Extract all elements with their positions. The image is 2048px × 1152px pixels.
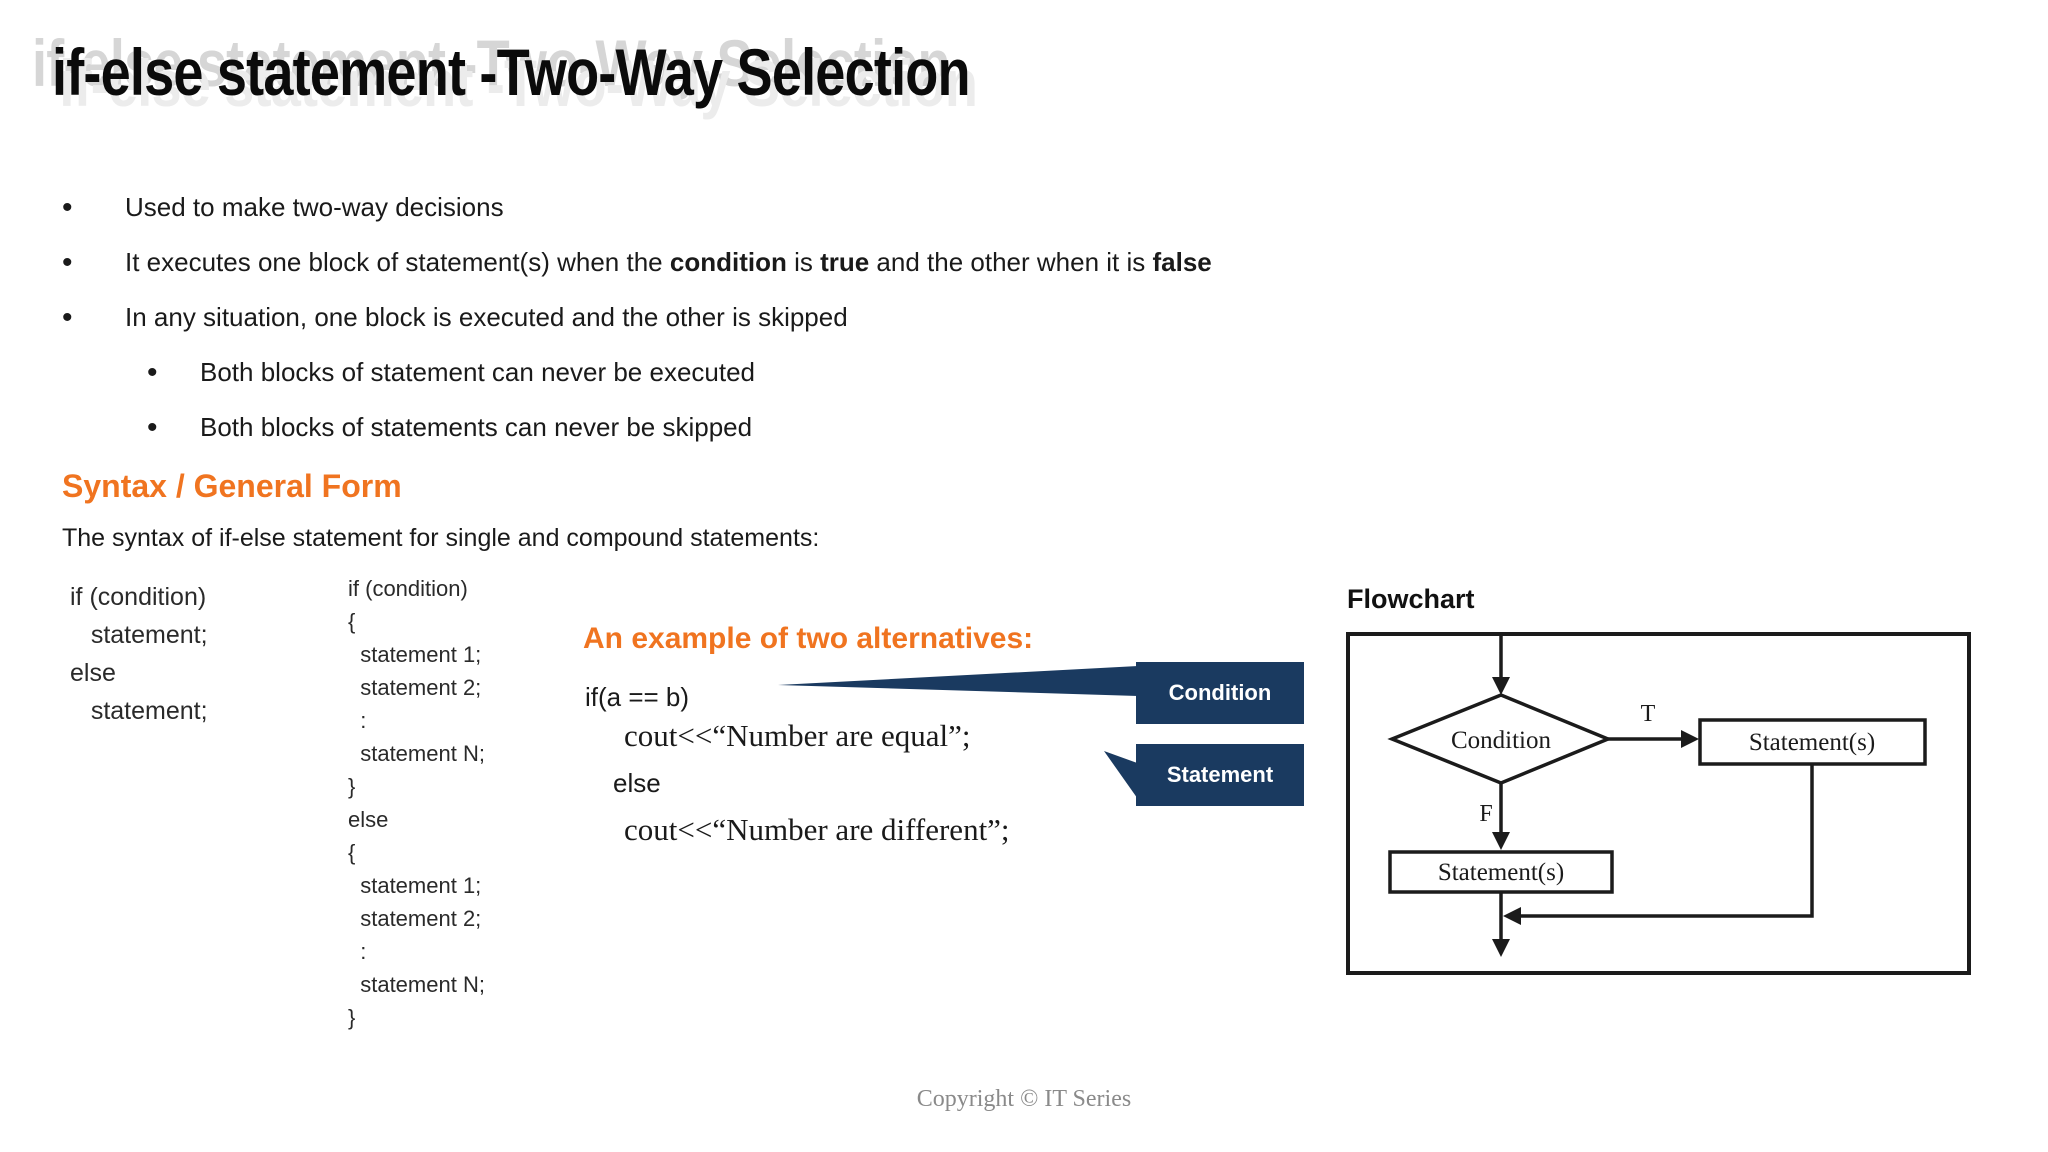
condition-callout-pointer: [778, 666, 1138, 696]
bullet-text: Both blocks of statement can never be ex…: [200, 357, 756, 387]
bullet-dot: •: [62, 245, 73, 279]
code-line: statement 1;: [348, 642, 482, 667]
slide-title-shadow: if-else statement -Two-Way Selection: [32, 26, 951, 100]
flowchart-heading: Flowchart: [1347, 584, 1475, 614]
bullet-text: Both blocks of statements can never be s…: [200, 412, 753, 442]
statement-callout-label: Statement: [1166, 762, 1274, 787]
syntax-intro: The syntax of if-else statement for sing…: [62, 524, 820, 552]
code-line: statement 2;: [348, 906, 482, 931]
code-line: statement 1;: [348, 873, 482, 898]
code-line: else: [348, 807, 389, 832]
true-statement-label: Statement(s): [1749, 729, 1875, 756]
condition-callout: Condition: [1136, 662, 1304, 724]
arrow-down-icon: [1492, 677, 1510, 695]
statement-callout-pointer: [1104, 751, 1140, 802]
bullet-list: • Used to make two-way decisions • It execu…: [50, 180, 1800, 455]
example-code-else: else: [613, 768, 661, 798]
flowchart: Condition T Statement(s) F Statement(s): [1345, 631, 1972, 976]
bullet-dot: •: [147, 355, 158, 389]
bullet-item: • Both blocks of statement can never be e…: [50, 345, 1800, 400]
false-statement-label: Statement(s): [1438, 859, 1564, 886]
flowchart-border: [1346, 632, 1971, 975]
example-code-if: if(a == b): [585, 682, 690, 712]
code-line: {: [348, 840, 356, 865]
code-line: :: [348, 939, 367, 964]
code-line: statement N;: [348, 741, 485, 766]
true-branch-label: T: [1641, 701, 1656, 727]
code-single: if (condition) statement; else statement;: [70, 578, 208, 730]
bullet-item: • Both blocks of statements can never be …: [50, 400, 1800, 455]
merge-line: [1521, 764, 1814, 918]
copyright-footer: Copyright © IT Series: [916, 1086, 1132, 1112]
bullet-dot: •: [62, 190, 73, 224]
bullet-text: In any situation, one block is executed …: [125, 302, 848, 332]
condition-callout-label: Condition: [1168, 680, 1272, 705]
bullet-item: • Used to make two-way decisions: [50, 180, 1800, 235]
code-line: statement 2;: [348, 675, 482, 700]
code-line: statement N;: [348, 972, 485, 997]
slide-title-text: if-else statement -Two-Way Selection: [52, 35, 971, 109]
statement-callout: Statement: [1136, 744, 1304, 806]
arrow-down-icon: [1492, 939, 1510, 957]
code-line: if (condition): [348, 576, 468, 601]
code-line: statement;: [70, 697, 208, 725]
code-line: }: [348, 1005, 356, 1030]
decision-label: Condition: [1451, 727, 1552, 754]
bullet-item: • In any situation, one block is executed…: [50, 290, 1800, 345]
arrow-left-icon: [1503, 907, 1521, 925]
bullet-text: It executes one block of statement(s) wh…: [125, 247, 1212, 277]
code-line: }: [348, 774, 356, 799]
bullet-dot: •: [62, 300, 73, 334]
example-heading: An example of two alternatives:: [583, 622, 1034, 655]
syntax-heading: Syntax / General Form: [62, 468, 402, 504]
bullet-dot: •: [147, 410, 158, 444]
code-line: if (condition): [70, 583, 207, 611]
code-compound: if (condition) { statement 1; statement 2…: [348, 572, 485, 1034]
code-line: statement;: [70, 621, 208, 649]
bullet-item: • It executes one block of statement(s) w…: [50, 235, 1800, 290]
arrow-right-icon: [1681, 730, 1699, 748]
false-statement-box: [1388, 850, 1614, 894]
code-line: else: [70, 659, 116, 687]
code-line: {: [348, 609, 356, 634]
false-branch-label: F: [1479, 801, 1492, 827]
example-code-cout-different: cout<<“Number are different”;: [624, 812, 1010, 847]
example-code-cout-equal: cout<<“Number are equal”;: [624, 718, 971, 753]
bullet-text: Used to make two-way decisions: [125, 192, 504, 222]
true-statement-box: [1698, 718, 1927, 766]
code-line: :: [348, 708, 367, 733]
arrow-down-icon: [1492, 832, 1510, 850]
